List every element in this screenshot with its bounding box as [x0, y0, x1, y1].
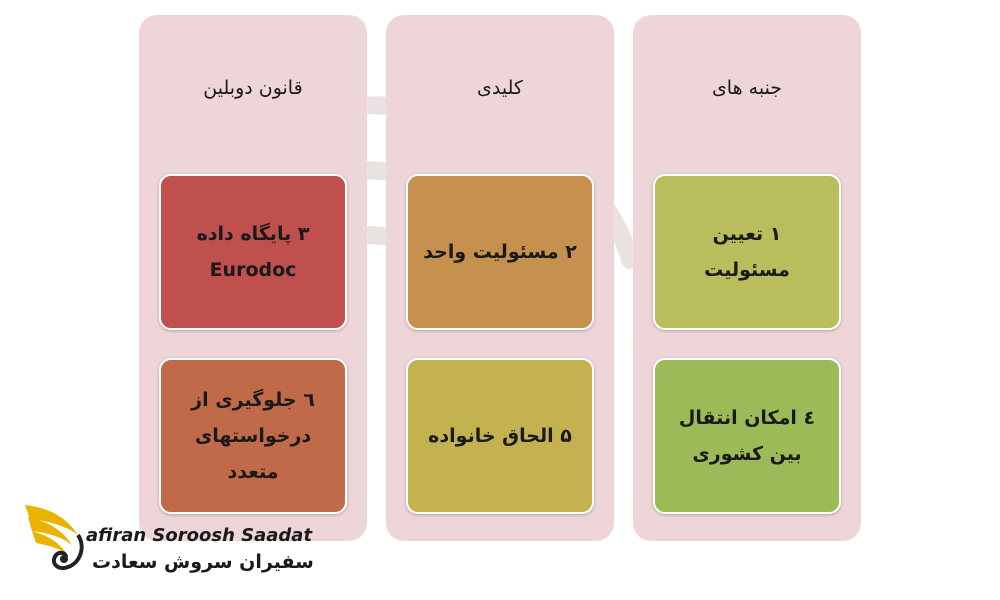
column-title: کلیدی — [477, 77, 523, 99]
logo-name-english: afiran Soroosh Saadat — [86, 525, 313, 546]
item-box-1: ۱ تعیین مسئولیت — [653, 174, 841, 330]
item-box-2: ۲ مسئولیت واحد — [406, 174, 594, 330]
item-label: ٤ امکان انتقال بین کشوری — [678, 407, 816, 465]
item-label: ۳ پایگاه داده Eurodoc — [196, 223, 310, 281]
item-box-4: ٤ امکان انتقال بین کشوری — [653, 358, 841, 514]
item-label: ۲ مسئولیت واحد — [423, 241, 577, 263]
column-aspects: جنبه های ۱ تعیین مسئولیت ٤ امکان انتقال … — [633, 15, 861, 541]
column-title: جنبه های — [711, 77, 783, 99]
item-label: ۱ تعیین مسئولیت — [704, 223, 790, 281]
item-box-3: ۳ پایگاه داده Eurodoc — [159, 174, 347, 330]
item-label: ٦ جلوگیری از درخواستهای متعدد — [191, 389, 315, 483]
column-dublin-law: قانون دوبلین ۳ پایگاه داده Eurodoc ٦ جلو… — [139, 15, 367, 541]
item-box-6: ٦ جلوگیری از درخواستهای متعدد — [159, 358, 347, 514]
phoenix-wing-logo-icon — [25, 505, 84, 570]
column-title: قانون دوبلین — [203, 77, 303, 99]
item-label: ۵ الحاق خانواده — [428, 425, 572, 447]
logo-name-persian: سفیران سروش سعادت — [92, 551, 314, 573]
company-logo: afiran Soroosh Saadat سفیران سروش سعادت — [20, 495, 320, 585]
column-key: کلیدی ۲ مسئولیت واحد ۵ الحاق خانواده — [386, 15, 614, 541]
item-box-5: ۵ الحاق خانواده — [406, 358, 594, 514]
